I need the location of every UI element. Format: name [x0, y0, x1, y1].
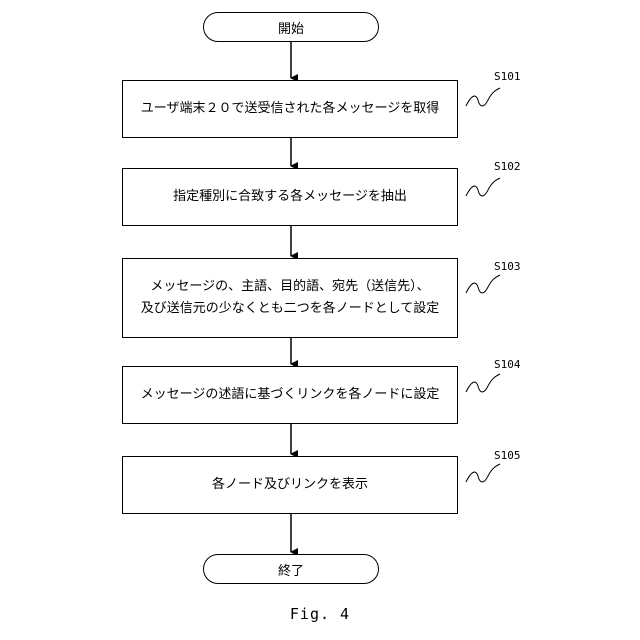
start-terminal: 開始 [203, 12, 379, 42]
leader-squiggle-s105 [466, 464, 500, 482]
step-s102-text: 指定種別に合致する各メッセージを抽出 [173, 186, 407, 208]
end-terminal: 終了 [203, 554, 379, 584]
step-box-s103: メッセージの、主語、目的語、宛先（送信先）、 及び送信元の少なくとも二つを各ノー… [122, 258, 458, 338]
leader-squiggle-s103 [466, 275, 500, 293]
step-id-s101: S101 [494, 70, 521, 83]
step-s104-text: メッセージの述語に基づくリンクを各ノードに設定 [141, 384, 440, 406]
step-s103-text-line2: 及び送信元の少なくとも二つを各ノードとして設定 [141, 298, 440, 320]
step-s101-text: ユーザ端末２０で送受信された各メッセージを取得 [141, 98, 439, 120]
leader-squiggle-s102 [466, 178, 500, 196]
step-id-s103: S103 [494, 260, 521, 273]
step-box-s101: ユーザ端末２０で送受信された各メッセージを取得 [122, 80, 458, 138]
step-box-s102: 指定種別に合致する各メッセージを抽出 [122, 168, 458, 226]
step-id-s102: S102 [494, 160, 521, 173]
figure-caption: Fig. 4 [0, 605, 640, 623]
leader-squiggle-s101 [466, 88, 500, 106]
step-s105-text: 各ノード及びリンクを表示 [212, 474, 368, 496]
step-s103-text-line1: メッセージの、主語、目的語、宛先（送信先）、 [141, 276, 440, 298]
end-label: 終了 [278, 560, 304, 579]
step-id-s105: S105 [494, 449, 521, 462]
step-id-s104: S104 [494, 358, 521, 371]
start-label: 開始 [278, 18, 304, 37]
step-box-s105: 各ノード及びリンクを表示 [122, 456, 458, 514]
leader-squiggle-s104 [466, 374, 500, 392]
step-box-s104: メッセージの述語に基づくリンクを各ノードに設定 [122, 366, 458, 424]
